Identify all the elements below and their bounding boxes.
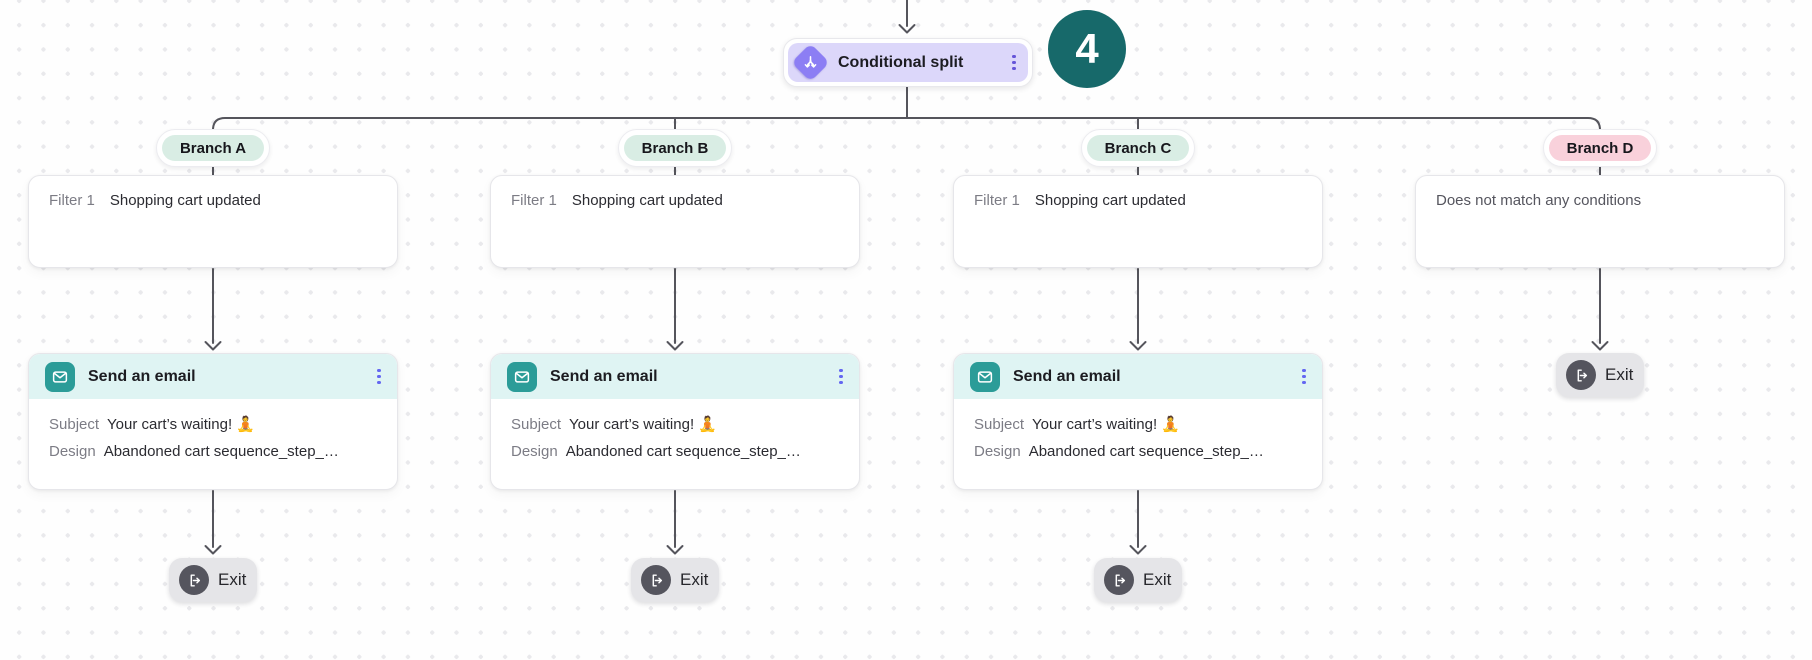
design-value: Abandoned cart sequence_step_…	[1028, 443, 1264, 460]
branch-d-exit-node[interactable]: Exit	[1556, 353, 1644, 397]
design-label: Design	[511, 443, 558, 460]
subject-label: Subject	[974, 416, 1025, 433]
conditional-split-inner: Conditional split	[788, 43, 1028, 82]
subject-value: Your cart’s waiting! 🧘	[569, 416, 717, 433]
subject-value: Your cart’s waiting! 🧘	[107, 416, 255, 433]
subject-value: Your cart’s waiting! 🧘	[1032, 416, 1180, 433]
email-node-header: Send an email	[954, 354, 1322, 399]
branch-c-exit-node[interactable]: Exit	[1094, 558, 1182, 602]
kebab-menu-icon[interactable]	[377, 368, 381, 385]
email-node-body: Subject Your cart’s waiting! 🧘 Design Ab…	[954, 399, 1322, 477]
kebab-menu-icon[interactable]	[839, 368, 843, 385]
split-diamond-icon	[791, 43, 830, 82]
design-value: Abandoned cart sequence_step_…	[565, 443, 801, 460]
branch-d-pill[interactable]: Branch D	[1543, 129, 1657, 167]
email-node-title: Send an email	[550, 367, 658, 385]
branch-b-label: Branch B	[624, 135, 726, 161]
filter-value: Shopping cart updated	[1034, 192, 1186, 209]
exit-icon	[1104, 565, 1134, 595]
branch-a-pill[interactable]: Branch A	[156, 129, 270, 167]
exit-label: Exit	[1605, 365, 1634, 384]
branch-c-label: Branch C	[1087, 135, 1189, 161]
filter-value: Shopping cart updated	[109, 192, 261, 209]
envelope-icon	[970, 361, 1000, 392]
filter-value: Shopping cart updated	[571, 192, 723, 209]
kebab-menu-icon[interactable]	[1012, 54, 1016, 71]
conditional-split-node[interactable]: Conditional split	[783, 38, 1033, 87]
branch-a-exit-node[interactable]: Exit	[169, 558, 257, 602]
subject-label: Subject	[49, 416, 100, 433]
filter-label: Filter 1	[49, 192, 95, 209]
split-node-label: Conditional split	[838, 53, 964, 71]
design-label: Design	[974, 443, 1021, 460]
email-node-title: Send an email	[88, 367, 196, 385]
else-card-text: Does not match any conditions	[1436, 192, 1642, 209]
branch-b-email-node[interactable]: Send an email Subject Your cart’s waitin…	[490, 353, 860, 490]
email-node-body: Subject Your cart’s waiting! 🧘 Design Ab…	[29, 399, 397, 477]
branch-a-email-node[interactable]: Send an email Subject Your cart’s waitin…	[28, 353, 398, 490]
envelope-icon	[507, 361, 537, 392]
exit-label: Exit	[680, 570, 709, 589]
email-node-header: Send an email	[491, 354, 859, 399]
branch-d-label: Branch D	[1549, 135, 1651, 161]
exit-label: Exit	[218, 570, 247, 589]
step-count-badge: 4	[1048, 10, 1126, 88]
branch-a-filter-card[interactable]: Filter 1 Shopping cart updated	[28, 175, 398, 268]
exit-icon	[1566, 360, 1596, 390]
email-node-header: Send an email	[29, 354, 397, 399]
design-value: Abandoned cart sequence_step_…	[103, 443, 339, 460]
branch-d-else-card[interactable]: Does not match any conditions	[1415, 175, 1785, 268]
filter-label: Filter 1	[511, 192, 557, 209]
branch-b-exit-node[interactable]: Exit	[631, 558, 719, 602]
email-node-body: Subject Your cart’s waiting! 🧘 Design Ab…	[491, 399, 859, 477]
email-node-title: Send an email	[1013, 367, 1121, 385]
filter-label: Filter 1	[974, 192, 1020, 209]
subject-label: Subject	[511, 416, 562, 433]
branch-b-pill[interactable]: Branch B	[618, 129, 732, 167]
exit-label: Exit	[1143, 570, 1172, 589]
exit-icon	[179, 565, 209, 595]
exit-icon	[641, 565, 671, 595]
branch-c-email-node[interactable]: Send an email Subject Your cart’s waitin…	[953, 353, 1323, 490]
design-label: Design	[49, 443, 96, 460]
branch-c-filter-card[interactable]: Filter 1 Shopping cart updated	[953, 175, 1323, 268]
branch-b-filter-card[interactable]: Filter 1 Shopping cart updated	[490, 175, 860, 268]
kebab-menu-icon[interactable]	[1302, 368, 1306, 385]
envelope-icon	[45, 361, 75, 392]
branch-a-label: Branch A	[162, 135, 264, 161]
branch-c-pill[interactable]: Branch C	[1081, 129, 1195, 167]
